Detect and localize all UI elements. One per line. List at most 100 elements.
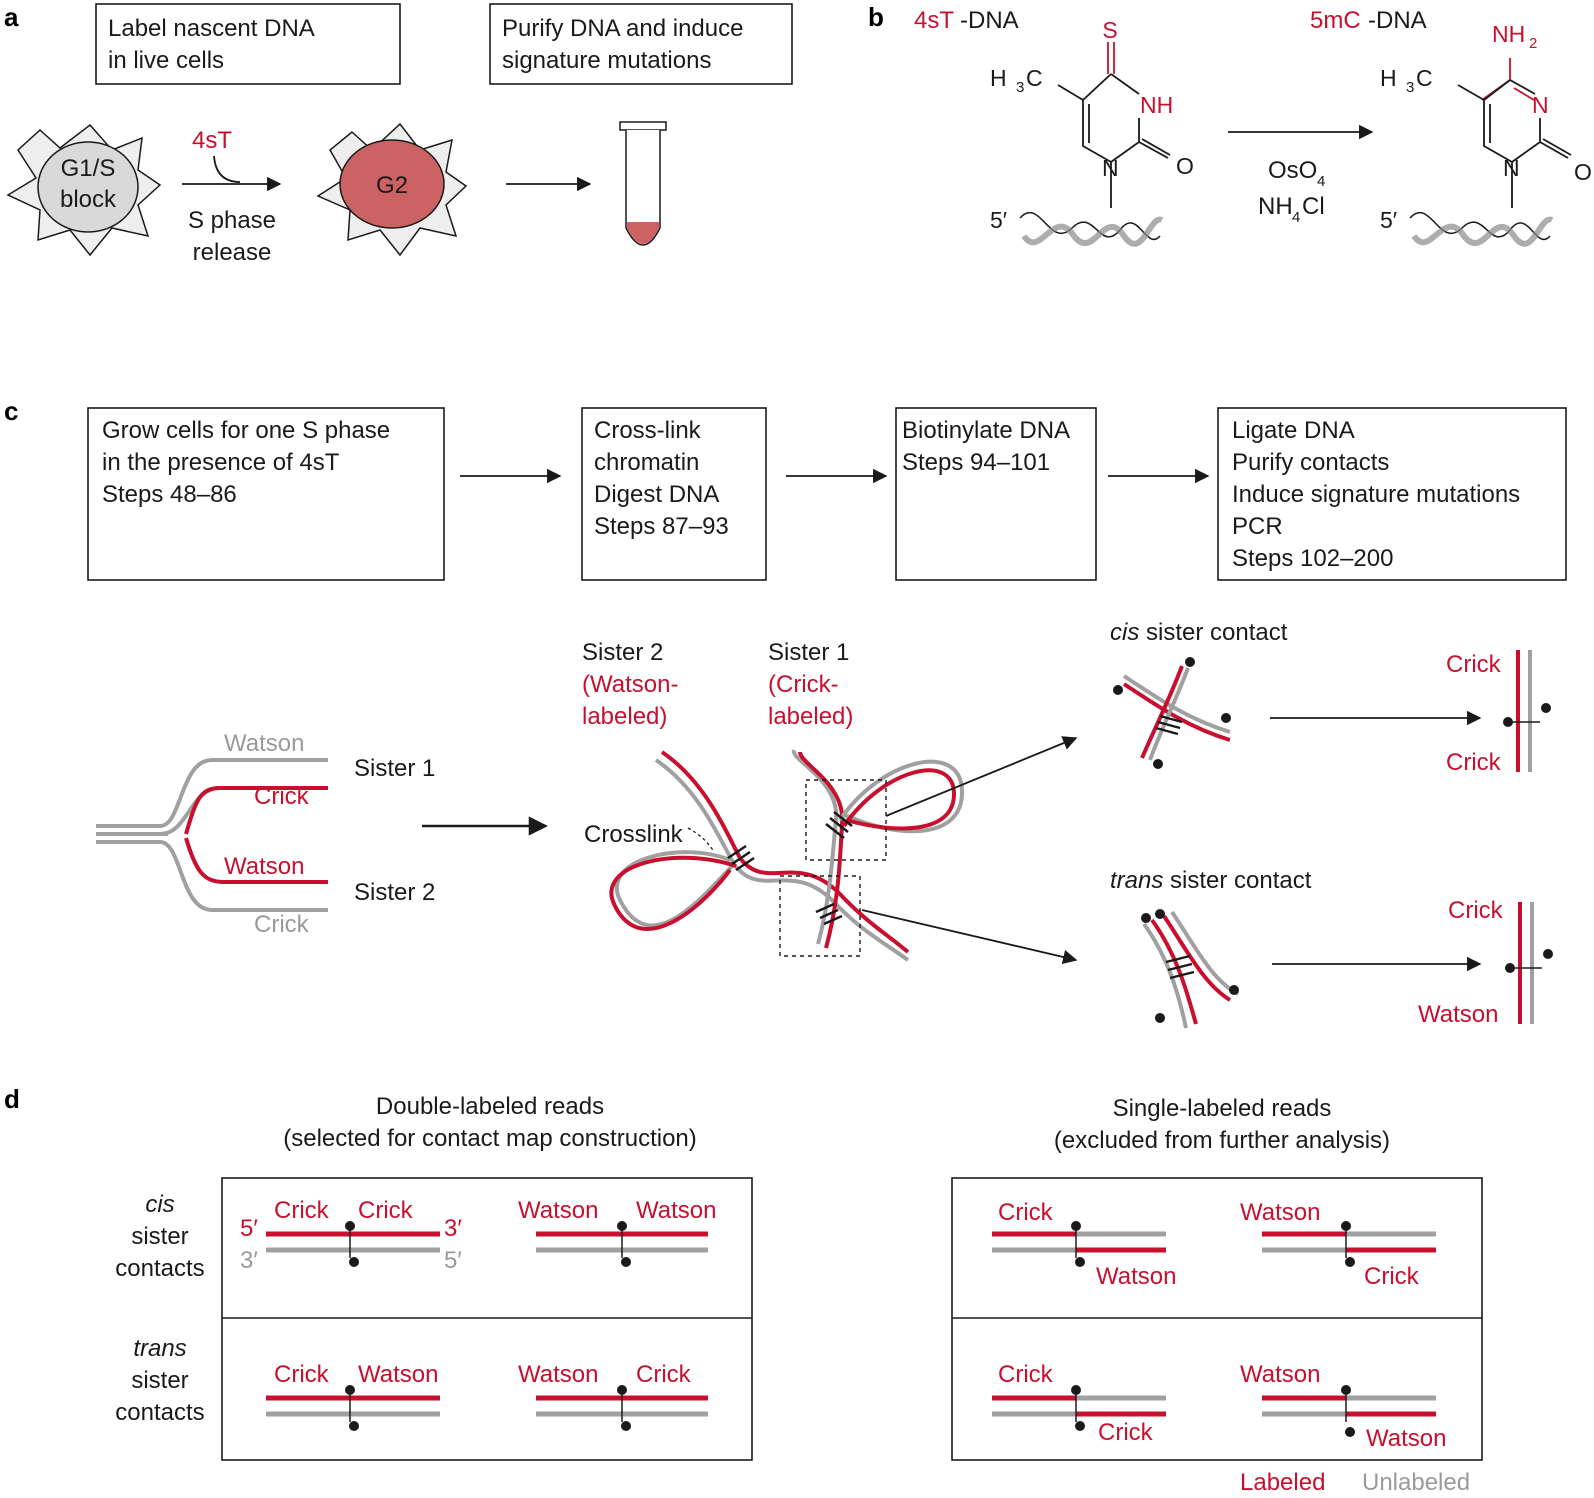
cis-row-1: cis (145, 1191, 174, 1218)
st1-left: Crick (998, 1199, 1054, 1226)
trans-row-3: contacts (115, 1399, 204, 1426)
cis-result (1503, 650, 1551, 772)
fork-sister1: Sister 1 (354, 755, 435, 782)
end-3-red: 3′ (444, 1215, 462, 1242)
atom-h-5mc: H (1380, 65, 1397, 91)
atom-nh2: NH (1492, 21, 1525, 47)
cis-row-3: contacts (115, 1255, 204, 1282)
five-prime-left: 5′ (990, 207, 1007, 233)
nucleus-g2 (339, 139, 445, 229)
reagent-4st: 4sT (192, 127, 232, 154)
step2-line1: Cross-link (594, 417, 702, 444)
reagent-hook (213, 155, 241, 183)
step1-line3: Steps 48–86 (102, 481, 237, 508)
sister2-sub1: (Watson- (582, 671, 678, 698)
read-single-top-2 (1262, 1221, 1436, 1267)
step3-line1: Biotinylate DNA (902, 417, 1070, 444)
panel-label-d: d (4, 1084, 20, 1114)
step-box-grow (87, 407, 445, 581)
cis-contact-sketch (1113, 657, 1231, 769)
atom-h: H (990, 65, 1007, 91)
reagent-nh4cl-sub: 4 (1292, 209, 1300, 226)
read-single-top-1 (992, 1221, 1166, 1267)
box2-line1: Purify DNA and induce (502, 15, 743, 42)
trans-read-1: Crick (1448, 897, 1504, 924)
step-box-purify (489, 3, 793, 85)
legend-unlabeled: Unlabeled (1362, 1469, 1470, 1496)
step4-line5: Steps 102–200 (1232, 545, 1393, 572)
trans-header: trans sister contact (1110, 867, 1312, 894)
step-box-label (95, 3, 401, 85)
st2-right: Crick (1364, 1263, 1420, 1290)
looped-chromatin (609, 749, 965, 962)
atom-n-ring: N (1532, 92, 1549, 118)
cell1-line1: G1/S (61, 155, 116, 182)
trans-read-2: Watson (1418, 1001, 1498, 1028)
end-3-gray: 3′ (240, 1247, 258, 1274)
cis-header: cis sister contact (1110, 619, 1288, 646)
fork-sister2: Sister 2 (354, 879, 435, 906)
sb2-left: Watson (1240, 1361, 1320, 1388)
end-5-red: 5′ (240, 1215, 258, 1242)
read-single-bottom-1 (992, 1385, 1166, 1431)
reagent-oso4-sub: 4 (1317, 173, 1325, 190)
step4-line1: Ligate DNA (1232, 417, 1355, 444)
fork-crick-bottom: Crick (254, 911, 310, 938)
sister2-title: Sister 2 (582, 639, 663, 666)
atom-sub2: 2 (1529, 35, 1537, 52)
sister1-sub1: (Crick- (768, 671, 839, 698)
panel-d: d Double-labeled reads (selected for con… (4, 1084, 1483, 1496)
single-title-2: (excluded from further analysis) (1054, 1127, 1390, 1154)
atom-n-5mc: N (1503, 155, 1520, 181)
step4-line4: PCR (1232, 513, 1283, 540)
read-double-cis-1 (266, 1221, 440, 1267)
panel-label-c: c (4, 396, 18, 426)
dt2-right: Crick (636, 1361, 692, 1388)
box1-line2: in live cells (108, 47, 224, 74)
step-box-ligate (1217, 407, 1567, 581)
cell1-line2: block (60, 186, 117, 213)
five-prime-right: 5′ (1380, 207, 1397, 233)
trans-row-2: sister (131, 1367, 188, 1394)
reagent-nh4cl-b: Cl (1302, 193, 1325, 220)
atom-c-5mc: C (1416, 65, 1433, 91)
trans-rest: sister contact (1163, 867, 1311, 894)
step3-line2: Steps 94–101 (902, 449, 1050, 476)
step4-line2: Purify contacts (1232, 449, 1389, 476)
b-left-title-red: 4sT (914, 7, 954, 34)
crosslink-label: Crosslink (584, 821, 684, 848)
step-box-biotin (895, 407, 1097, 581)
atom-nh: NH (1140, 92, 1173, 118)
cis-rest: sister contact (1139, 619, 1287, 646)
step2-line2: chromatin (594, 449, 699, 476)
sister2-sub2: labeled) (582, 703, 667, 730)
nucleus-g1s (37, 141, 139, 233)
panel-label-a: a (4, 2, 19, 32)
trans-italic: trans (1110, 867, 1163, 894)
step4-line3: Induce signature mutations (1232, 481, 1520, 508)
st1-right: Watson (1096, 1263, 1176, 1290)
read-single-bottom-2 (1262, 1385, 1436, 1437)
atom-sub3-5mc: 3 (1406, 79, 1414, 96)
double-title-2: (selected for contact map construction) (283, 1125, 697, 1152)
trans-result (1505, 902, 1553, 1024)
cis-italic: cis (1110, 619, 1139, 646)
read-double-trans-1 (266, 1385, 440, 1431)
dt2-left: Watson (518, 1361, 598, 1388)
sb1-right: Crick (1098, 1419, 1154, 1446)
box2-line2: signature mutations (502, 47, 711, 74)
dc2-left: Watson (518, 1197, 598, 1224)
atom-o: O (1176, 153, 1194, 179)
panel-c: c Grow cells for one S phase in the pres… (4, 396, 1567, 1029)
single-title-1: Single-labeled reads (1113, 1095, 1332, 1122)
sb2-right: Watson (1366, 1425, 1446, 1452)
b-left-title-black: -DNA (960, 7, 1019, 34)
step1-line2: in the presence of 4sT (102, 449, 340, 476)
st2-left: Watson (1240, 1199, 1320, 1226)
step2-line4: Steps 87–93 (594, 513, 729, 540)
atom-c: C (1026, 65, 1043, 91)
cis-read-2: Crick (1446, 749, 1502, 776)
trans-row-1: trans (133, 1335, 186, 1362)
atom-sub3: 3 (1016, 79, 1024, 96)
